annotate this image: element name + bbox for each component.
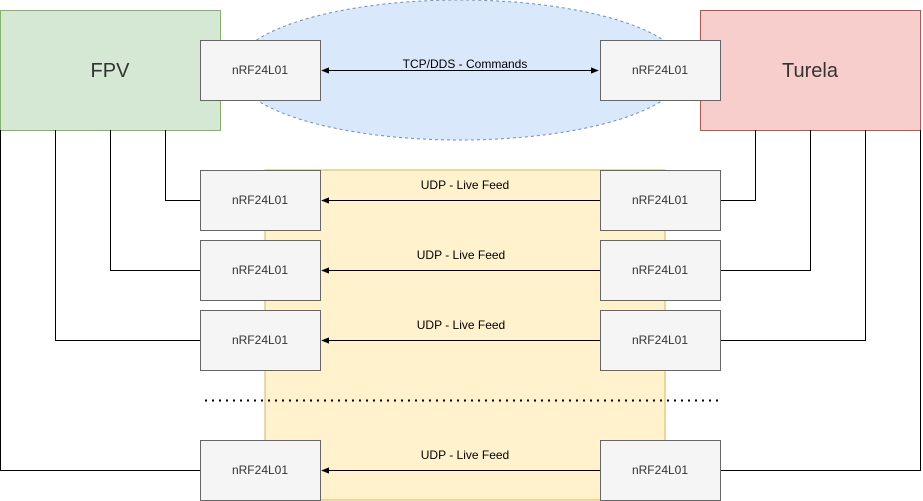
fpv-wire-1 xyxy=(165,130,200,201)
module-turela-2 xyxy=(600,170,721,231)
module-turela-1 xyxy=(600,40,721,101)
module-turela-5 xyxy=(600,440,721,501)
module-label: nRF24L01 xyxy=(232,193,288,207)
module-fpv-1 xyxy=(200,40,321,101)
module-label: nRF24L01 xyxy=(632,193,688,207)
turela-wire-1 xyxy=(720,130,756,201)
module-turela-4 xyxy=(600,310,721,371)
module-label: nRF24L01 xyxy=(632,63,688,77)
feed-zone xyxy=(264,169,666,501)
fpv-connections xyxy=(0,130,200,471)
module-label: nRF24L01 xyxy=(232,333,288,347)
feed-label-3: UDP - Live Feed xyxy=(417,318,505,332)
fpv-wire-2 xyxy=(110,130,200,271)
turela-connections xyxy=(720,130,921,471)
module-fpv-3 xyxy=(200,240,321,301)
module-turela-3 xyxy=(600,240,721,301)
turela-node xyxy=(700,10,921,131)
turela-modules: nRF24L01 nRF24L01 nRF24L01 nRF24L01 nRF2… xyxy=(600,40,721,501)
module-label: nRF24L01 xyxy=(632,263,688,277)
fpv-wire-3 xyxy=(55,130,200,341)
module-fpv-2 xyxy=(200,170,321,231)
feed-label-4: UDP - Live Feed xyxy=(421,448,509,462)
module-label: nRF24L01 xyxy=(232,63,288,77)
turela-wire-4 xyxy=(720,130,921,471)
command-label: TCP/DDS - Commands xyxy=(403,57,528,71)
module-fpv-5 xyxy=(200,440,321,501)
fpv-modules: nRF24L01 nRF24L01 nRF24L01 nRF24L01 nRF2… xyxy=(200,40,321,501)
module-label: nRF24L01 xyxy=(632,333,688,347)
module-label: nRF24L01 xyxy=(632,463,688,477)
fpv-wire-4 xyxy=(0,130,200,471)
turela-wire-3 xyxy=(720,130,866,341)
module-label: nRF24L01 xyxy=(232,463,288,477)
turela-wire-2 xyxy=(720,130,811,271)
fpv-label: FPV xyxy=(91,60,131,82)
module-label: nRF24L01 xyxy=(232,263,288,277)
module-fpv-4 xyxy=(200,310,321,371)
feed-label-1: UDP - Live Feed xyxy=(421,178,509,192)
turela-label: Turela xyxy=(782,60,839,82)
feed-label-2: UDP - Live Feed xyxy=(417,248,505,262)
